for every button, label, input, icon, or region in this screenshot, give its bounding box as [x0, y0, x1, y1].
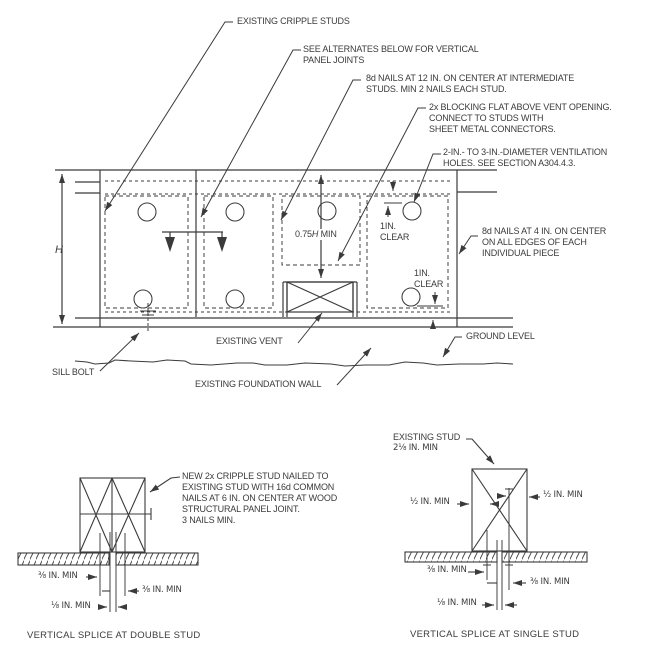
dim-38-right-double: ⅜ IN. MIN [142, 585, 182, 595]
callout-line: INDIVIDUAL PIECE [482, 248, 560, 258]
clear-label-bottom: 1IN. CLEAR [414, 268, 443, 289]
callout-line: HOLES. SEE SECTION A304.4.3. [443, 158, 576, 168]
detail-double-stud [17, 476, 199, 612]
callout-8d-nails-4: 8d NAILS AT 4 IN. ON CENTER ON ALL EDGES… [482, 226, 606, 259]
callout-line: SEE ALTERNATES BELOW FOR VERTICAL [303, 44, 479, 54]
note-line: 3 NAILS MIN. [182, 515, 236, 525]
callout-2x-blocking: 2x BLOCKING FLAT ABOVE VENT OPENING. CON… [429, 102, 612, 135]
callout-ground-level: GROUND LEVEL [466, 331, 535, 341]
dim-075h-value: 0.75 [295, 229, 312, 239]
note-new-cripple-stud: NEW 2x CRIPPLE STUD NAILED TO EXISTING S… [182, 471, 337, 526]
callout-sill-bolt: SILL BOLT [52, 367, 95, 377]
clear-line: 1IN. [414, 268, 430, 278]
dim-38-left-single: ⅜ IN. MIN [427, 565, 467, 575]
callout-existing-cripple-studs: EXISTING CRIPPLE STUDS [237, 16, 350, 26]
dim-12-left-single: ½ IN. MIN [410, 497, 450, 507]
dim-38-right-single: ⅜ IN. MIN [530, 577, 570, 587]
panel-joint-bracket [162, 231, 227, 252]
dim-12-right-single: ½ IN. MIN [543, 490, 583, 500]
callout-line: 2x BLOCKING FLAT ABOVE VENT OPENING. [429, 102, 612, 112]
callout-line: 8d NAILS AT 4 IN. ON CENTER [482, 226, 607, 236]
clear-label-top: 1IN. CLEAR [380, 221, 409, 242]
h-dimension-label: H [55, 244, 63, 256]
callout-line: ON ALL EDGES OF EACH [482, 237, 587, 247]
callout-8d-nails-12: 8d NAILS AT 12 IN. ON CENTER AT INTERMED… [366, 73, 574, 95]
dim-18-double: ⅛ IN. MIN [51, 601, 91, 611]
ventilation-holes [133, 201, 422, 309]
callout-vent-holes: 2-IN.- TO 3-IN.-DIAMETER VENTILATION HOL… [443, 147, 607, 169]
callout-line: SHEET METAL CONNECTORS. [429, 124, 556, 134]
callout-existing-vent: EXISTING VENT [216, 336, 283, 346]
callout-line: CONNECT TO STUDS WITH [429, 113, 544, 123]
callout-alternates: SEE ALTERNATES BELOW FOR VERTICAL PANEL … [303, 44, 479, 66]
dim-075h-var: H [311, 229, 319, 239]
callout-line: PANEL JOINTS [303, 55, 365, 65]
note-line: NAILS AT 6 IN. ON CENTER AT WOOD [182, 493, 338, 503]
clear-line: CLEAR [414, 278, 444, 289]
note-line: EXISTING STUD WITH 16d COMMON [182, 482, 335, 492]
leader-lines [99, 21, 478, 386]
callout-line: 8d NAILS AT 12 IN. ON CENTER AT INTERMED… [366, 73, 575, 83]
note-line: STRUCTURAL PANEL JOINT. [182, 504, 300, 514]
dim-075h-suffix: MIN [318, 229, 337, 239]
dim-38-left-double: ⅜ IN. MIN [38, 571, 78, 581]
label-line: EXISTING STUD [393, 432, 461, 442]
existing-vent-box [282, 281, 358, 317]
label-existing-stud: EXISTING STUD 2⅛ IN. MIN [393, 432, 460, 454]
detail-single-stud [404, 438, 588, 610]
callout-line: 2-IN.- TO 3-IN.-DIAMETER VENTILATION [443, 147, 608, 157]
clear-dim-bottom [417, 292, 443, 329]
caption-double-stud: VERTICAL SPLICE AT DOUBLE STUD [27, 630, 201, 641]
callout-foundation-wall: EXISTING FOUNDATION WALL [195, 379, 322, 389]
dim-075h-label: 0.75H MIN [294, 229, 338, 240]
callout-line: STUDS. MIN 2 NAILS EACH STUD. [366, 84, 507, 94]
clear-line: 1IN. [380, 221, 396, 231]
label-line: 2⅛ IN. MIN [393, 443, 438, 453]
ground-line [74, 359, 514, 367]
wall-elevation [53, 169, 514, 367]
dim-18-single: ⅛ IN. MIN [437, 598, 477, 608]
clear-line: CLEAR [380, 231, 410, 242]
note-line: NEW 2x CRIPPLE STUD NAILED TO [182, 471, 329, 481]
sill-bolt-symbol [140, 303, 156, 333]
caption-single-stud: VERTICAL SPLICE AT SINGLE STUD [410, 629, 580, 640]
clear-dim-top [384, 181, 402, 217]
